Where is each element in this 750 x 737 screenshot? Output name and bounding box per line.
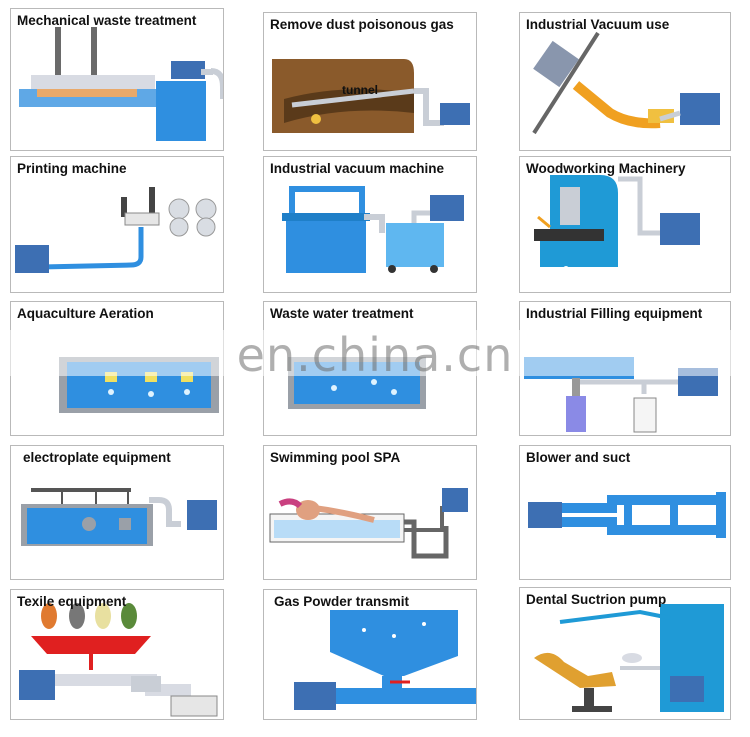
tunnel-dust-removal-scene <box>272 59 470 133</box>
panel-title: Swimming pool SPA <box>270 450 401 465</box>
panel-title: Dental Suctrion pump <box>526 592 667 607</box>
electroplate-scene <box>21 488 217 546</box>
tunnel-label: tunnel <box>342 83 378 97</box>
panel-industrial-vacuum-machine: Industrial vacuum machine <box>263 156 477 293</box>
panel-textile: Texile equipment <box>10 589 224 720</box>
panel-title: Industrial Vacuum use <box>526 17 670 32</box>
panel-waste-water: Waste water treatment <box>263 301 477 436</box>
panel-aquaculture: Aquaculture Aeration <box>10 301 224 436</box>
panel-title: Remove dust poisonous gas <box>270 17 454 32</box>
blower-suction-scene <box>528 492 726 538</box>
panel-woodworking: Woodworking Machinery <box>519 156 731 293</box>
pool-spa-scene <box>269 488 468 559</box>
panel-title: Mechanical waste treatment <box>17 13 197 28</box>
panel-title: Gas Powder transmit <box>274 594 410 609</box>
panel-title: electroplate equipment <box>23 450 171 465</box>
textile-scene <box>19 603 218 717</box>
panel-electroplate: electroplate equipment <box>10 445 224 580</box>
panel-blower-suction: Blower and suct <box>519 445 731 580</box>
dental-suction-scene <box>534 604 724 712</box>
panel-pool-spa: Swimming pool SPA <box>263 445 477 580</box>
panel-title: Blower and suct <box>526 450 631 465</box>
panel-title: Waste water treatment <box>270 306 414 321</box>
panel-remove-dust: Remove dust poisonous gas tunnel <box>263 12 477 151</box>
vacuum-machine-scene <box>282 186 464 273</box>
panel-mechanical-waste: Mechanical waste treatment <box>10 8 224 151</box>
aquaculture-scene <box>59 357 219 413</box>
panel-title: Woodworking Machinery <box>526 161 686 176</box>
panel-title: Texile equipment <box>17 594 127 609</box>
panel-filling-equipment: Industrial Filling equipment <box>519 301 731 436</box>
filling-equipment-scene <box>524 357 718 433</box>
panel-printing-machine: Printing machine <box>10 156 224 293</box>
panel-industrial-vacuum: Industrial Vacuum use <box>519 12 731 151</box>
woodworking-scene <box>534 175 700 272</box>
mechanical-waste-treatment-scene <box>19 27 223 141</box>
industrial-vacuum-scene <box>532 31 720 135</box>
panel-title: Aquaculture Aeration <box>17 306 154 321</box>
gas-powder-scene <box>294 610 476 710</box>
printing-machine-scene <box>15 187 217 273</box>
panel-gas-powder: Gas Powder transmit <box>263 589 477 720</box>
panel-title: Industrial vacuum machine <box>270 161 445 176</box>
waste-water-scene <box>288 357 426 409</box>
panel-title: Industrial Filling equipment <box>526 306 703 321</box>
panel-dental-suction: Dental Suctrion pump <box>519 587 731 720</box>
panel-title: Printing machine <box>17 161 127 176</box>
